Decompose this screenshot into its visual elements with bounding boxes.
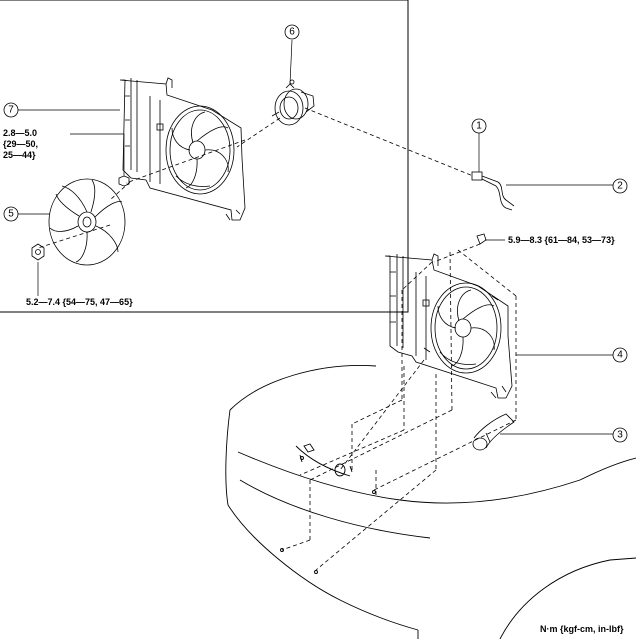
- callout-circle-5: [3, 206, 19, 222]
- torque-line-2: {29—50,: [3, 139, 39, 149]
- wiring-connector: [471, 171, 515, 211]
- inset-fan-shroud: [119, 77, 246, 221]
- main-dashed-lines: [281, 243, 517, 571]
- inset-frame: [0, 0, 409, 313]
- torque-line-1: 2.8—5.0: [3, 128, 38, 138]
- torque-line-3: 25—44}: [3, 150, 36, 160]
- fan-nut: [31, 243, 45, 261]
- callout-1: 1: [476, 121, 482, 132]
- inset-fan-blade: [48, 178, 126, 266]
- callout-circle-2: [612, 178, 628, 194]
- torque-spec-shroud-bolt: 2.8—5.0 {29—50, 25—44}: [3, 128, 38, 161]
- inset-dashed-lines: [37, 107, 474, 249]
- main-fan-shroud: [384, 233, 513, 399]
- callout-7: 7: [8, 105, 14, 116]
- callout-5: 5: [8, 209, 14, 220]
- body-panel: [225, 365, 636, 639]
- callout-circle-6: [284, 24, 300, 40]
- shroud-bolt: [118, 175, 130, 187]
- callout-3: 3: [617, 430, 623, 441]
- callout-4: 4: [617, 350, 623, 361]
- callout-2: 2: [617, 181, 623, 192]
- callout-circle-3: [612, 427, 628, 443]
- torque-spec-fan-nut: 5.2—7.4 {54—75, 47—65}: [26, 297, 133, 307]
- callout-circle-4: [612, 347, 628, 363]
- torque-spec-assembly-bolt: 5.9—8.3 {61—84, 53—73}: [508, 235, 615, 245]
- callout-circle-7: [3, 102, 19, 118]
- callout-circle-1: [471, 118, 487, 134]
- fan-motor: [271, 79, 315, 126]
- radiator-hose: [472, 413, 515, 451]
- callout-leaders: [18, 39, 613, 435]
- callout-6: 6: [289, 27, 295, 38]
- units-note: N·m {kgf-cm, in-lbf}: [540, 624, 624, 634]
